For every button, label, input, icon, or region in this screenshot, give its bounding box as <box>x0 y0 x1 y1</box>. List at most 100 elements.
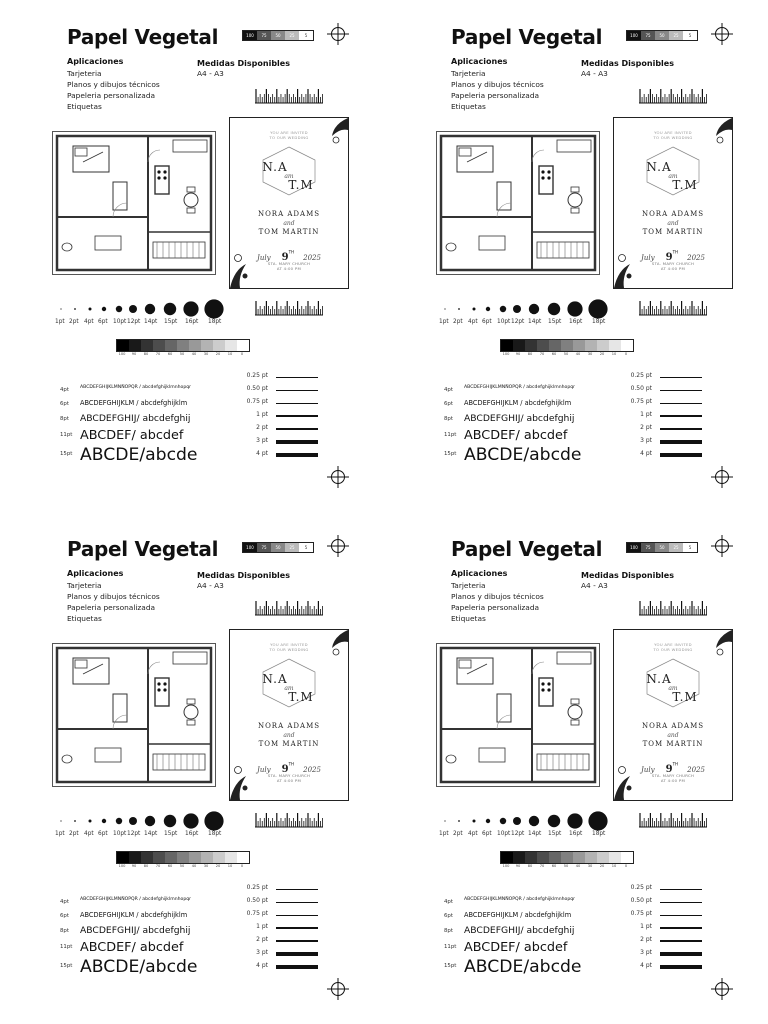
aplicacion-item: Etiquetas <box>451 102 486 111</box>
invite-day-suffix: TH <box>672 249 679 255</box>
dot-size-sample <box>163 302 177 316</box>
grayscale-label: 50 <box>563 352 569 356</box>
line-weight-sample <box>660 402 702 404</box>
dot-size-label: 4pt <box>84 319 94 325</box>
invite-line: YOU ARE INVITED <box>270 642 308 647</box>
grayscale-label: 60 <box>167 864 173 868</box>
invite-and: and <box>667 220 679 227</box>
aplicaciones-heading: Aplicaciones <box>451 57 508 66</box>
dot-size-sample <box>588 811 608 831</box>
dot-size-sample <box>60 820 62 822</box>
type-sample-text: ABCDEFGHIJKLMNÑOPQR / abcdefghijklmnhopq… <box>464 385 576 390</box>
dot-size-sample <box>163 814 177 828</box>
aplicacion-item: Etiquetas <box>67 102 102 111</box>
grayscale-swatch <box>141 340 153 351</box>
grayscale-swatch <box>513 852 525 863</box>
type-sample-text: ABCDEFGHIJ/ abcdefghij <box>464 925 575 936</box>
grayscale-swatch <box>237 340 249 351</box>
line-weight-sample <box>660 389 702 391</box>
dot-size-label: 6pt <box>98 831 108 837</box>
grayscale-swatch <box>549 852 561 863</box>
type-sample-text: ABCDE/abcde <box>464 957 582 977</box>
medidas-value: A4 - A3 <box>197 581 224 590</box>
monogram-a: N.A <box>646 672 672 686</box>
grayscale-swatch <box>501 340 513 351</box>
swatch-25: 25 <box>285 543 299 552</box>
line-weight-sample <box>276 415 318 417</box>
grayscale-label: 30 <box>587 352 593 356</box>
medidas-heading: Medidas Disponibles <box>581 59 674 68</box>
type-size-label: 4pt <box>60 386 69 393</box>
invite-and: and <box>283 732 295 739</box>
grayscale-label: 80 <box>527 864 533 868</box>
line-weight-sample <box>660 427 702 431</box>
grayscale-swatch <box>165 852 177 863</box>
grayscale-swatch <box>225 852 237 863</box>
line-weight-label: 4 pt <box>640 450 652 457</box>
grayscale-swatch <box>501 852 513 863</box>
wedding-invitation-sample: YOU ARE INVITED TO OUR WEDDING N.A am T.… <box>229 117 349 289</box>
line-weight-sample <box>276 901 318 903</box>
line-weight-sample <box>660 914 702 916</box>
dot-size-label: 14pt <box>144 319 158 325</box>
grayscale-label: 40 <box>575 352 581 356</box>
line-weight-sample <box>660 964 702 970</box>
line-weight-sample <box>276 952 318 956</box>
type-sample-text: ABCDEF/ abcdef <box>80 940 184 955</box>
grayscale-label: 60 <box>551 352 557 356</box>
type-size-label: 6pt <box>444 401 453 408</box>
dot-size-sample <box>183 301 199 317</box>
registration-mark-icon <box>327 23 349 45</box>
invite-name-2: TOM MARTIN <box>642 228 704 236</box>
monogram-a: N.A <box>262 160 288 174</box>
grayscale-label: 0 <box>240 864 244 868</box>
aplicaciones-heading: Aplicaciones <box>67 57 124 66</box>
grayscale-label: 40 <box>191 864 197 868</box>
dot-size-label: 15pt <box>164 831 178 837</box>
grayscale-label: 30 <box>203 864 209 868</box>
monogram-b: T.M <box>672 690 698 704</box>
line-weight-label: 1 pt <box>256 411 268 418</box>
dot-size-sample <box>458 308 460 310</box>
grayscale-swatch <box>189 852 201 863</box>
type-size-label: 8pt <box>444 928 453 935</box>
grayscale-label: 50 <box>179 864 185 868</box>
header-swatch-bar: 100 75 50 25 5 <box>626 542 698 553</box>
barcode-ruler-bottom <box>255 301 323 316</box>
swatch-5: 5 <box>299 543 313 552</box>
grayscale-label: 20 <box>215 352 221 356</box>
dot-size-scale <box>444 299 608 319</box>
line-weight-sample <box>660 376 702 378</box>
dot-size-sample <box>115 305 123 313</box>
grayscale-bar <box>500 851 634 864</box>
type-size-label: 15pt <box>444 963 457 970</box>
swatch-100: 100 <box>243 543 257 552</box>
grayscale-swatch <box>201 340 213 351</box>
monogram-am: am <box>284 173 294 180</box>
swatch-100: 100 <box>243 31 257 40</box>
dot-size-sample <box>74 308 76 310</box>
grayscale-label: 20 <box>215 864 221 868</box>
invite-day-suffix: TH <box>672 761 679 767</box>
dot-size-label: 2pt <box>453 831 463 837</box>
swatch-75: 75 <box>257 31 271 40</box>
dot-size-label: 18pt <box>592 831 606 837</box>
type-sample-text: ABCDEFGHIJKLM / abcdefghijklm <box>464 399 572 407</box>
invite-time: AT 4:00 PM <box>660 266 686 271</box>
dot-size-sample <box>183 813 199 829</box>
dot-size-label: 10pt <box>113 831 127 837</box>
invite-name-1: NORA ADAMS <box>641 210 705 218</box>
type-size-label: 6pt <box>60 913 69 920</box>
dot-size-label: 1pt <box>439 319 449 325</box>
floor-plan-drawing <box>52 643 216 787</box>
floor-plan-drawing <box>436 131 600 275</box>
line-weight-sample <box>276 376 318 378</box>
swatch-100: 100 <box>627 543 641 552</box>
type-sample-text: ABCDEFGHIJ/ abcdefghij <box>80 413 191 424</box>
barcode-ruler-bottom <box>639 813 707 828</box>
grayscale-swatch <box>537 852 549 863</box>
grayscale-swatch <box>201 852 213 863</box>
dot-size-sample <box>101 306 107 312</box>
type-sample-text: ABCDE/abcde <box>80 957 198 977</box>
dot-size-label: 2pt <box>453 319 463 325</box>
